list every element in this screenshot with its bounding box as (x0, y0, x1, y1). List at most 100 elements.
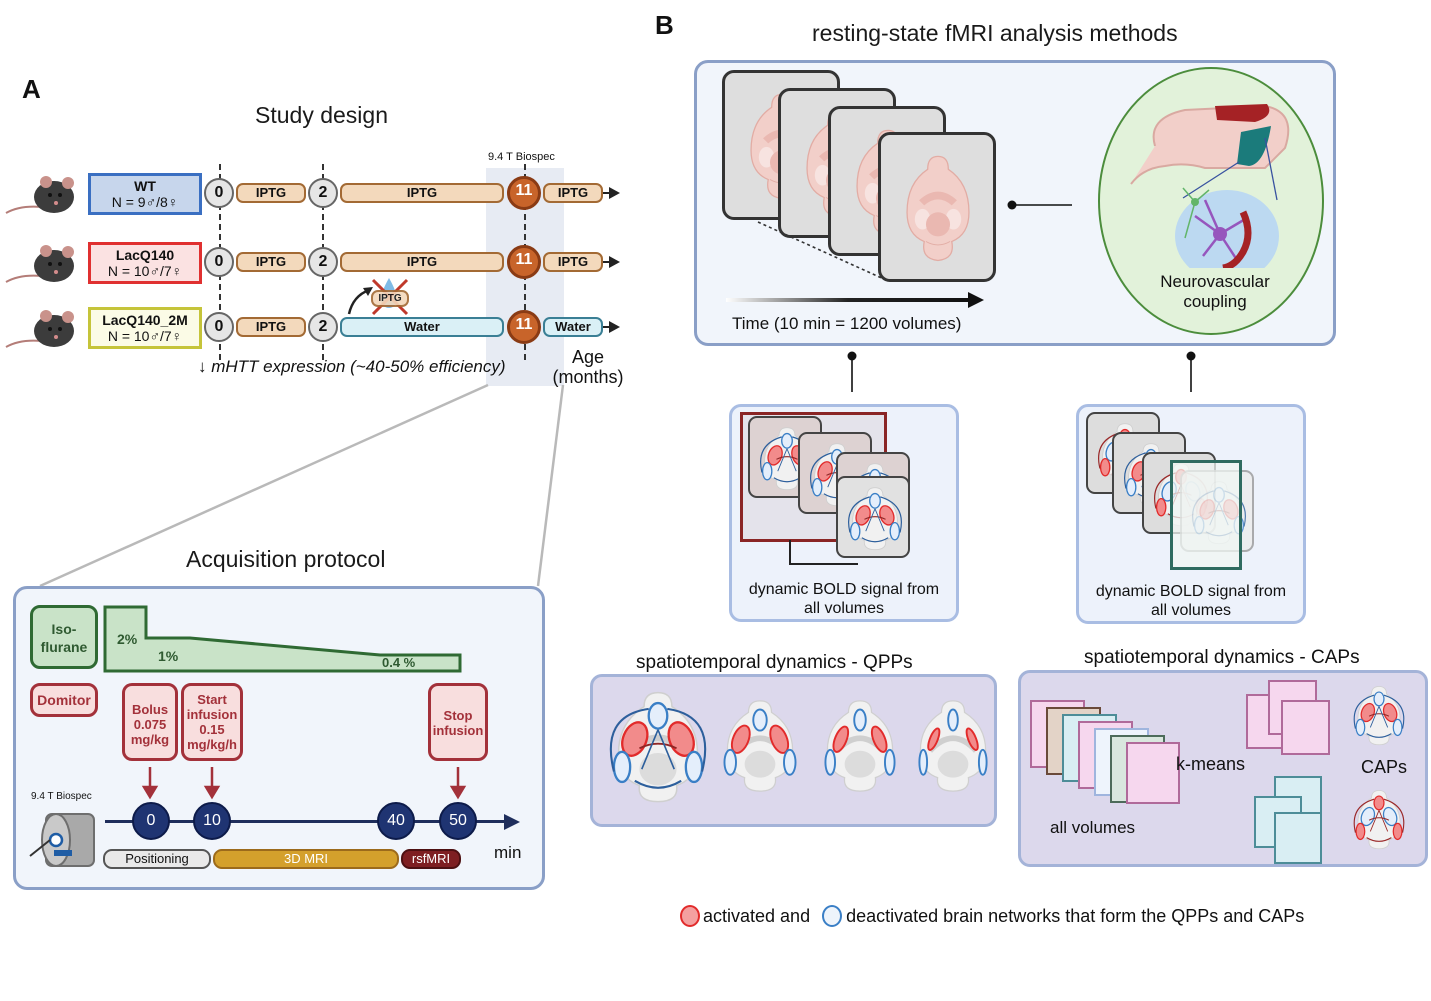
time-label: Time (10 min = 1200 volumes) (732, 314, 962, 333)
timepoint-0: 0 (204, 312, 234, 342)
slice-to-nvc-connector (1007, 200, 1072, 210)
bolus-text: Bolus 0.075 mg/kg (130, 702, 170, 747)
timeline-arrow-icon (504, 814, 520, 830)
phase-rsfmri: rsfMRI (401, 849, 461, 869)
cap-selected-frame (1170, 460, 1242, 570)
arrow-right-icon (609, 187, 620, 199)
volume-square-7 (1126, 742, 1180, 804)
kmeans-label: k-means (1176, 754, 1246, 774)
brain-network-icon (1353, 790, 1405, 850)
brain-network-icon (824, 700, 896, 792)
isoflurane-level-profile (103, 605, 462, 673)
arrow-right-icon (609, 321, 620, 333)
group-label-lacq140: LacQ140 N = 10♂/7♀ (88, 242, 202, 284)
timepoint-11: 11 (507, 310, 541, 344)
segment-1: Water (340, 317, 504, 337)
panel-b-title: resting-state fMRI analysis methods (812, 20, 1178, 46)
age-axis-line (603, 261, 611, 263)
cap-cluster-a-3 (1281, 700, 1330, 755)
qpp-bold-caption: dynamic BOLD signal from all volumes (748, 581, 940, 617)
brain-slice-icon (906, 155, 970, 262)
nvc-label: Neurovascular coupling (1160, 272, 1270, 311)
mhtt-footnote: ↓ mHTT expression (~40-50% efficiency) (198, 357, 506, 377)
activated-swatch-icon (680, 905, 700, 927)
all-volumes-label: all volumes (1050, 818, 1136, 837)
segment-0: IPTG (236, 317, 306, 337)
iso-level-0-4: 0.4 % (382, 655, 416, 670)
start-infusion-event: Start infusion 0.15 mg/kg/h (181, 683, 243, 761)
months-label: (months) (552, 367, 624, 387)
arrow-right-icon (609, 256, 620, 268)
brain-slice (895, 141, 981, 279)
start-infusion-text: Start infusion 0.15 mg/kg/h (186, 692, 238, 752)
stop-infusion-text: Stop infusion (432, 708, 484, 738)
fmri-volume-4 (878, 132, 996, 282)
analysis-connectors (847, 351, 1196, 392)
group-n: N = 10♂/7♀ (107, 328, 183, 344)
group-name: LacQ140 (115, 247, 175, 263)
brain-network-icon (918, 700, 988, 792)
crossed-iptg-label: IPTG (371, 290, 409, 307)
segment-2: Water (543, 317, 603, 337)
footnote-text: mHTT expression (~40-50% efficiency) (211, 357, 506, 376)
iptg-to-water-switch: IPTG (345, 274, 415, 320)
cap-pattern-1 (1348, 684, 1410, 751)
mri-scanner-icon (29, 813, 95, 867)
timepoint-2: 2 (308, 178, 338, 208)
group-n: N = 10♂/7♀ (107, 263, 183, 279)
iso-level-1: 1% (158, 648, 179, 664)
mouse-icon (5, 245, 74, 283)
segment-0: IPTG (236, 183, 306, 203)
iso-level-2: 2% (117, 631, 138, 647)
panel-b-letter: B (655, 10, 674, 40)
segment-0: IPTG (236, 252, 306, 272)
brain-network-icon (1353, 686, 1405, 746)
cap-pattern-2 (1348, 784, 1410, 859)
brain-network-icon (609, 691, 707, 803)
qpp-phase-2 (712, 682, 808, 813)
age-axis-label: Age (months) (548, 347, 628, 387)
qpp-phase-4 (905, 682, 1001, 813)
timeline-axis (105, 820, 505, 823)
phase-3d-mri: 3D MRI (213, 849, 399, 869)
segment-2: IPTG (543, 183, 603, 203)
mouse-icon (5, 310, 74, 348)
legend: activated and deactivated brain networks… (680, 905, 1304, 927)
scanner-caption: 9.4 T Biospec (31, 791, 92, 802)
timeline-point-0: 0 (132, 802, 170, 840)
window-bracket (789, 540, 858, 565)
qpp-phase-1 (600, 682, 716, 815)
deactivated-swatch-icon (822, 905, 843, 927)
timepoint-11: 11 (507, 176, 541, 210)
segment-1: IPTG (340, 252, 504, 272)
legend-deactivated: deactivated brain networks that form the… (846, 905, 1305, 926)
qpp-volume-4 (836, 476, 910, 558)
mouse-icon (5, 176, 74, 214)
age-axis-line (603, 326, 611, 328)
stop-infusion-event: Stop infusion (428, 683, 488, 761)
brain-network-icon (848, 487, 902, 551)
brain-neuron-illustration (1130, 104, 1290, 268)
qpp-phase-3 (812, 682, 908, 813)
segment-1: IPTG (340, 183, 504, 203)
group-name: WT (134, 178, 156, 194)
caps-label: CAPs (1361, 757, 1408, 777)
cap-title: spatiotemporal dynamics - CAPs (1084, 647, 1360, 668)
group-label-wt: WT N = 9♂/8♀ (88, 173, 202, 215)
age-axis-line (603, 192, 611, 194)
event-arrows (141, 767, 467, 800)
segment-2: IPTG (543, 252, 603, 272)
timepoint-2: 2 (308, 312, 338, 342)
brain-network-icon (723, 700, 797, 792)
timepoint-2: 2 (308, 247, 338, 277)
isoflurane-label: Iso- flurane (30, 605, 98, 669)
cap-bold-caption: dynamic BOLD signal from all volumes (1095, 583, 1287, 619)
isoflurane-text: Iso- flurane (40, 621, 88, 655)
phase-positioning: Positioning (103, 849, 211, 869)
timeline-point-50: 50 (439, 802, 477, 840)
bolus-event: Bolus 0.075 mg/kg (122, 683, 178, 761)
acquisition-title: Acquisition protocol (186, 546, 386, 572)
scanner-label: 9.4 T Biospec (488, 151, 555, 163)
timepoint-0: 0 (204, 178, 234, 208)
cap-cluster-b-3 (1274, 812, 1322, 864)
